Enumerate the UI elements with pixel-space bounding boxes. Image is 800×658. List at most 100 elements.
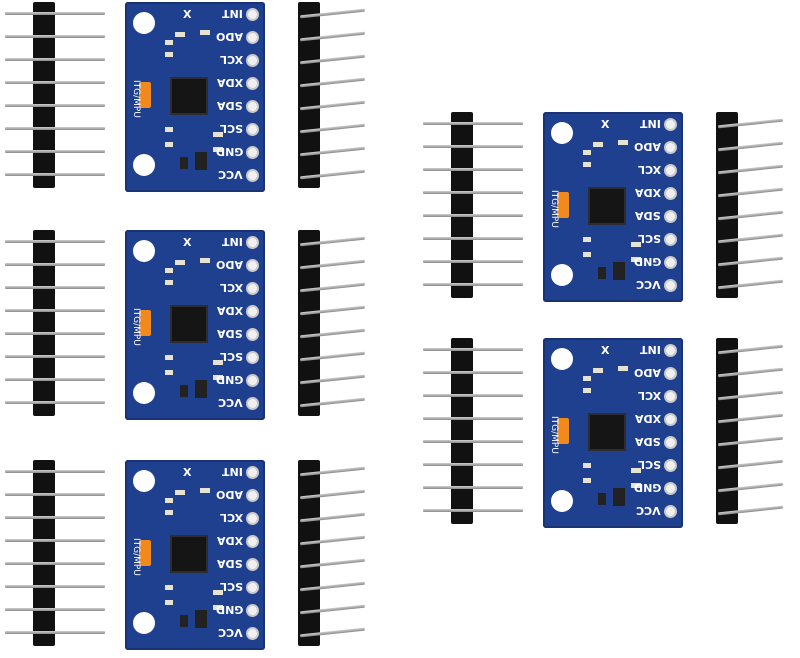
smd-component <box>618 366 628 371</box>
pin-pad <box>664 118 677 131</box>
axis-marking: X <box>183 236 192 249</box>
mounting-hole <box>133 12 155 34</box>
pin-header-left <box>5 0 105 190</box>
capacitor <box>557 192 569 218</box>
header-pin <box>5 35 105 38</box>
pin-label: XCL <box>637 389 661 402</box>
smd-component <box>195 152 207 170</box>
pin-header-right <box>290 228 365 418</box>
header-pin <box>5 378 105 381</box>
header-pin <box>423 417 523 420</box>
smd-component <box>165 498 173 503</box>
pin-pad <box>664 344 677 357</box>
pin-pad <box>664 505 677 518</box>
header-pin <box>423 348 523 351</box>
header-pin <box>423 463 523 466</box>
header-pin <box>5 401 105 404</box>
smd-component <box>165 127 173 132</box>
pin-pad <box>664 413 677 426</box>
header-plastic <box>451 112 473 298</box>
pin-pad <box>664 390 677 403</box>
pin-pad <box>246 374 259 387</box>
pin-pad <box>246 54 259 67</box>
pin-label: ADO <box>634 366 661 379</box>
header-pin <box>423 509 523 512</box>
pin-label: XCL <box>219 281 243 294</box>
pin-label: VCC <box>636 278 661 291</box>
smd-component <box>165 52 173 57</box>
mounting-hole <box>551 264 573 286</box>
mounting-hole <box>133 612 155 634</box>
smd-component <box>165 370 173 375</box>
pin-pad <box>246 604 259 617</box>
header-plastic <box>298 2 320 188</box>
pin-pad <box>246 8 259 21</box>
header-pin <box>423 122 523 125</box>
pin-pad <box>246 627 259 640</box>
smd-component <box>213 375 223 380</box>
sensor-chip <box>170 77 208 115</box>
header-pin <box>423 486 523 489</box>
smd-component <box>195 380 207 398</box>
pin-label: GND <box>215 373 243 386</box>
pin-label: SCL <box>219 122 243 135</box>
smd-component <box>200 258 210 263</box>
pin-label: XDA <box>216 534 243 547</box>
smd-component <box>213 605 223 610</box>
pin-label: GND <box>633 481 661 494</box>
mounting-hole <box>551 490 573 512</box>
smd-component <box>598 493 606 505</box>
header-pin <box>5 104 105 107</box>
pin-label: XDA <box>216 76 243 89</box>
board-silkscreen: ITG/MPU <box>131 538 141 576</box>
sensor-chip <box>170 535 208 573</box>
pin-label: XCL <box>637 163 661 176</box>
smd-component <box>213 132 223 137</box>
header-plastic <box>298 230 320 416</box>
pin-pad <box>246 123 259 136</box>
pin-pad <box>664 279 677 292</box>
pin-pad <box>664 459 677 472</box>
pin-label: VCC <box>218 626 243 639</box>
smd-component <box>165 268 173 273</box>
smd-component <box>593 368 603 373</box>
pin-label: INT <box>222 235 243 248</box>
header-pin <box>5 58 105 61</box>
pin-pad <box>664 164 677 177</box>
mounting-hole <box>551 348 573 370</box>
axis-marking: X <box>183 8 192 21</box>
header-pin <box>5 631 105 634</box>
pin-label: SCL <box>219 350 243 363</box>
axis-marking: X <box>601 344 610 357</box>
pin-pad <box>664 210 677 223</box>
pin-pad <box>246 259 259 272</box>
pin-label: GND <box>215 603 243 616</box>
smd-component <box>165 355 173 360</box>
board-silkscreen: ITG/MPU <box>549 190 559 228</box>
pin-pad <box>246 169 259 182</box>
header-plastic <box>33 230 55 416</box>
header-pin <box>423 237 523 240</box>
pin-label: XDA <box>634 412 661 425</box>
pin-pad <box>246 351 259 364</box>
pin-pad <box>664 141 677 154</box>
smd-component <box>200 30 210 35</box>
pin-label: XDA <box>216 304 243 317</box>
header-plastic <box>716 338 738 524</box>
smd-component <box>175 490 185 495</box>
header-pin <box>423 145 523 148</box>
pin-pad <box>246 282 259 295</box>
header-plastic <box>33 460 55 646</box>
capacitor <box>139 540 151 566</box>
smd-component <box>583 162 591 167</box>
header-pin <box>5 539 105 542</box>
smd-component <box>200 488 210 493</box>
pin-label: GND <box>215 145 243 158</box>
header-plastic <box>298 460 320 646</box>
pin-pad <box>664 436 677 449</box>
mounting-hole <box>133 240 155 262</box>
